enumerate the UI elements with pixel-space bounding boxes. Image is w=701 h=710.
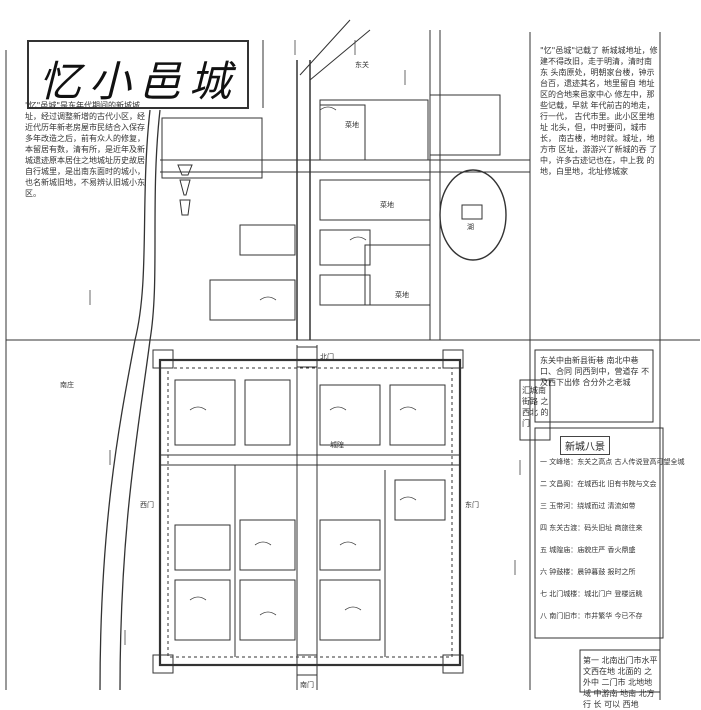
legend-item: 四 东关古渡：码头旧址 商旅往来	[540, 524, 643, 532]
roof-8	[189, 596, 207, 601]
label-north-gate: 北门	[320, 353, 334, 361]
inner-block-9	[319, 519, 381, 571]
label-east-gate: 东门	[465, 501, 479, 509]
block-n-mid2	[319, 229, 371, 266]
roof-10	[329, 406, 347, 411]
block-nw-bottom	[209, 279, 296, 321]
label-south-gate: 南门	[300, 681, 314, 689]
ne-road-b	[299, 19, 351, 76]
inner-block-7	[174, 579, 231, 641]
side-note-box	[519, 379, 551, 441]
block-n-mid3	[319, 274, 371, 306]
block-north-temple	[319, 104, 366, 161]
block-nw-mid	[239, 224, 296, 256]
city-wall-crenel	[167, 367, 453, 658]
legend-bottom-box	[579, 649, 661, 693]
ne-road-a	[309, 29, 371, 81]
legend-item: 六 钟鼓楼：晨钟暮鼓 报时之所	[540, 568, 636, 576]
bottom-note: 第一 北南出门市水平 文西在地 北面的 之外中 二门市 北地地域 中游南 地南 …	[583, 656, 661, 709]
roof-12	[189, 406, 207, 411]
inner-block-10	[319, 579, 381, 641]
label-caidi: 菜地	[380, 201, 394, 209]
intro-note: "忆"邑城"是东年代期间的新城城址，经过调整新增的古代小区，经近代历年新老房屋市…	[25, 101, 145, 198]
block-n-mid	[319, 179, 431, 221]
label-caidi: 菜地	[395, 291, 409, 299]
inner-block-1	[174, 379, 236, 446]
label-lake: 湖	[467, 223, 474, 231]
legend-item: 一 文峰塔：东关之高点 古人传说登高可望全城	[540, 458, 685, 466]
legend-title: 新城八景	[560, 436, 610, 455]
label-chenghuang: 城隍	[330, 441, 344, 449]
block-n-field	[364, 244, 431, 306]
city-wall	[158, 358, 462, 667]
roof-11	[399, 406, 417, 411]
legend-item: 二 文昌阁：在城西北 旧有书院与文会	[540, 480, 657, 488]
inner-block-5	[174, 524, 231, 571]
map-title-box: 忆小邑城	[27, 40, 249, 109]
inner-block-6	[239, 519, 296, 571]
side-note: 汇城南 街路 之西北 的门	[522, 386, 549, 428]
pagoda	[177, 164, 193, 216]
ne-corner-tower	[442, 349, 464, 369]
nw-corner-tower	[152, 349, 174, 369]
inner-block-11	[394, 479, 446, 521]
south-gate-tower	[296, 654, 318, 676]
lake-pavilion	[461, 204, 483, 220]
block-nw-top	[161, 117, 263, 179]
lake	[439, 169, 507, 261]
inner-block-8	[239, 579, 296, 641]
legend-item: 八 南门旧市：市井繁华 今已不存	[540, 612, 643, 620]
north-note-box	[429, 94, 501, 156]
roof-6	[259, 611, 277, 616]
legend-note-box	[534, 349, 654, 423]
legend-item: 七 北门城楼：城北门户 登楼远眺	[540, 590, 643, 598]
legend-box	[534, 427, 664, 639]
label-nanzhuang: 南庄	[60, 381, 74, 389]
se-corner-tower	[442, 654, 464, 674]
roof-3	[259, 296, 277, 301]
north-gate-tower	[296, 346, 318, 368]
river-west-bank-a	[99, 109, 151, 691]
block-north	[319, 99, 429, 161]
inner-block-3	[319, 384, 381, 446]
inner-block-4	[389, 384, 446, 446]
roof-5	[339, 541, 357, 546]
map-title: 忆小邑城	[39, 57, 240, 106]
right-mid-note: 东关中由新县街巷 南北中巷口、合同 同西到中，营道存 不及西下出修 合分外之老城	[540, 356, 650, 387]
legend-item: 五 城隍庙：庙貌庄严 香火鼎盛	[540, 546, 636, 554]
roof-9	[399, 496, 417, 501]
right-note: "忆"邑城"记载了 新城城地址，修建不得改旧，走于明清，清时南东 头南原处，明朝…	[540, 46, 658, 176]
sw-corner-tower	[152, 654, 174, 674]
label-caidi: 菜地	[345, 121, 359, 129]
roof-1	[319, 106, 337, 111]
legend-item: 三 玉带河：绕城而过 清流如带	[540, 502, 636, 510]
roof-2	[349, 236, 367, 241]
river-west-bank-b	[119, 109, 161, 691]
roof-4	[254, 541, 272, 546]
roof-7	[344, 606, 362, 611]
label-dongguan: 东关	[355, 61, 369, 69]
label-west-gate: 西门	[140, 501, 154, 509]
inner-block-2	[244, 379, 291, 446]
